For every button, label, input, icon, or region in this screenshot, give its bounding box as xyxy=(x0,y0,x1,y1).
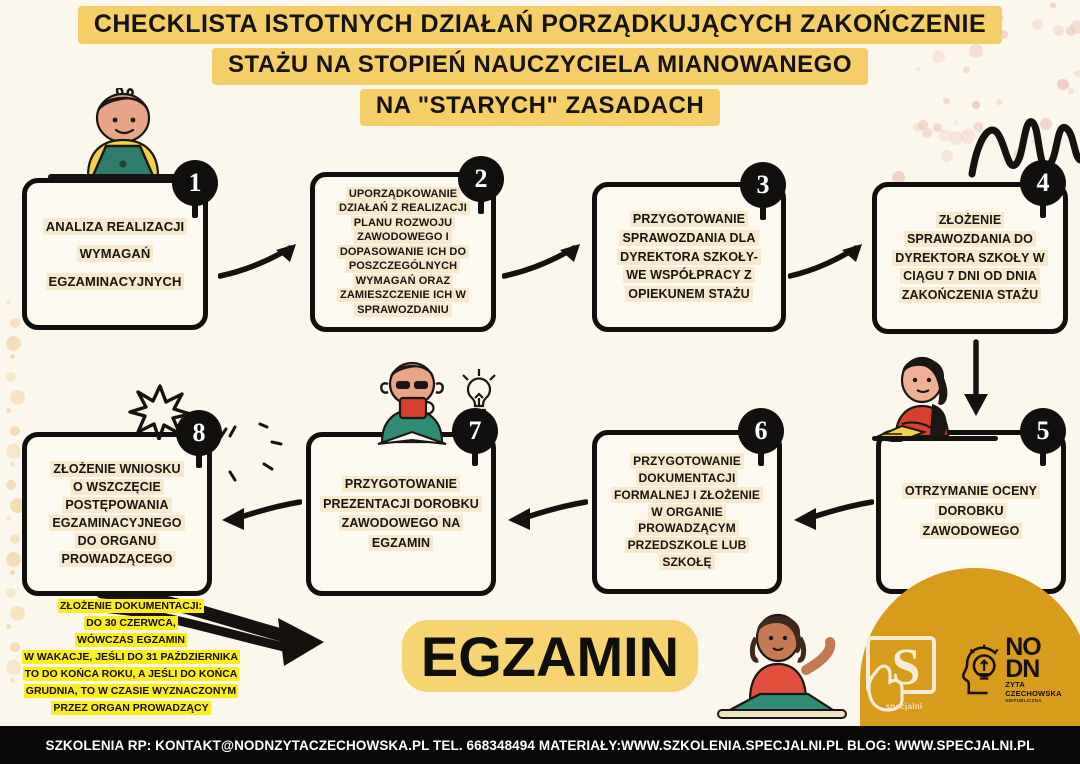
egzamin-label: EGZAMIN xyxy=(420,624,680,688)
step-4-number: 4 xyxy=(1036,168,1050,197)
step-8-number: 8 xyxy=(192,418,206,447)
illustration-person-papers xyxy=(872,356,998,442)
bottom-note: ZŁOŻENIE DOKUMENTACJI: DO 30 CZERWCA, WÓ… xyxy=(4,598,258,717)
step-badge-8: 8 xyxy=(176,410,222,468)
step-badge-3: 3 xyxy=(740,162,786,220)
egzamin-banner: EGZAMIN xyxy=(402,620,698,692)
step-badge-4: 4 xyxy=(1020,160,1066,218)
specjalni-logo: S specjalni xyxy=(858,628,950,712)
specjalni-caption: specjalni xyxy=(885,702,923,711)
step-1-number: 1 xyxy=(188,168,202,197)
note-line-4: W WAKACJE, JEŚLI DO 31 PAŹDZIERNIKA xyxy=(22,650,240,664)
note-line-7: PRZEZ ORGAN PROWADZĄCY xyxy=(51,701,211,715)
arrow-5-to-6 xyxy=(794,499,874,530)
nodn-name: ZYTA CZECHOWSKA xyxy=(1005,680,1062,698)
footer-bar: SZKOLENIA RP: KONTAKT@NODNZYTACZECHOWSKA… xyxy=(0,726,1080,764)
title-line-2: STAŻU NA STOPIEŃ NAUCZYCIELA MIANOWANEGO xyxy=(211,48,868,85)
step-3-number: 3 xyxy=(756,170,770,199)
step-6-number: 6 xyxy=(754,416,768,445)
arrow-6-to-7 xyxy=(508,499,588,530)
nodn-sub: NIEPUBLICZNA xyxy=(1005,698,1042,703)
step-2-number: 2 xyxy=(474,164,488,193)
nodn-line-1: NO xyxy=(1005,633,1041,661)
note-line-6: GRUDNIA, TO W CZASIE WYZNACZONYM xyxy=(23,684,239,698)
step-badge-7: 7 xyxy=(452,408,498,466)
nodn-logo: NO DN ZYTA CZECHOWSKA NIEPUBLICZNA xyxy=(962,628,1072,712)
note-line-1: ZŁOŻENIE DOKUMENTACJI: xyxy=(57,599,205,613)
arrow-2-to-3 xyxy=(502,244,580,279)
note-line-2: DO 30 CZERWCA, xyxy=(84,616,178,630)
step-7-number: 7 xyxy=(468,416,482,445)
note-line-3: WÓWCZAS EGZAMIN xyxy=(75,633,187,647)
head-lightbulb-icon xyxy=(962,644,999,695)
note-line-5: TO DO KOŃCA ROKU, A JEŚLI DO KOŃCA xyxy=(22,667,240,681)
title-block: CHECKLISTA ISTOTNYCH DZIAŁAŃ PORZĄDKUJĄC… xyxy=(0,6,1080,126)
logo-row: S specjalni NO DN ZYTA CZECHOWSKA NIEPUB… xyxy=(858,624,1072,716)
illustration-person-laptop xyxy=(48,88,198,180)
step-badge-6: 6 xyxy=(738,408,784,466)
step-badge-1: 1 xyxy=(172,160,218,218)
arrow-1-to-2 xyxy=(218,244,296,279)
title-line-3: NA "STARYCH" ZASADACH xyxy=(359,88,721,126)
step-badge-5: 5 xyxy=(1020,408,1066,466)
arrow-7-to-8 xyxy=(222,499,302,530)
specjalni-s-icon: S xyxy=(866,636,936,712)
nodn-line-2: DN xyxy=(1005,654,1040,683)
arrow-4-to-5 xyxy=(964,339,988,416)
spark-marks xyxy=(218,422,283,482)
illustration-person-book xyxy=(377,361,496,445)
step-badge-2: 2 xyxy=(458,156,504,214)
footer-contact-text: SZKOLENIA RP: KONTAKT@NODNZYTACZECHOWSKA… xyxy=(45,737,1035,753)
starburst-icon xyxy=(128,384,192,440)
arrow-3-to-4 xyxy=(788,244,862,279)
title-line-1: CHECKLISTA ISTOTNYCH DZIAŁAŃ PORZĄDKUJĄC… xyxy=(77,6,1003,44)
illustration-girl-laptop xyxy=(717,613,847,719)
step-5-number: 5 xyxy=(1036,416,1050,445)
